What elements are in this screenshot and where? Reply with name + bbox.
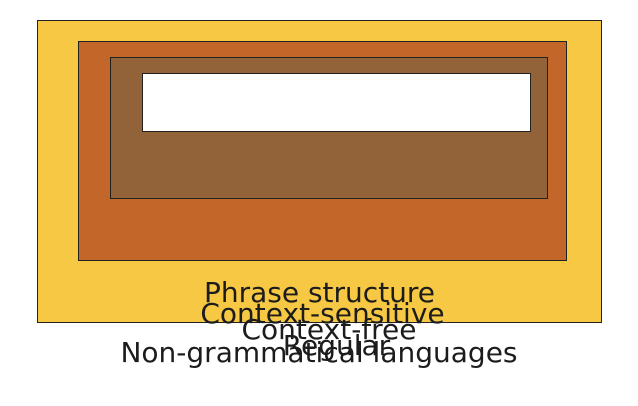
context-sensitive-label: Context-sensitive (200, 297, 445, 330)
regular-label: Regular (282, 329, 391, 362)
phrase-structure-label: Phrase structure (203, 276, 436, 309)
phrase-structure-box: Phrase structure Context-sensitive Conte… (37, 20, 602, 362)
context-sensitive-box: Context-sensitive Context-free Regular (78, 41, 567, 362)
non-grammatical-languages-label: Non-grammatical languages (120, 336, 518, 369)
context-free-box: Context-free Regular (110, 57, 548, 362)
regular-box: Regular (142, 73, 531, 362)
context-free-label: Context-free (241, 313, 417, 346)
